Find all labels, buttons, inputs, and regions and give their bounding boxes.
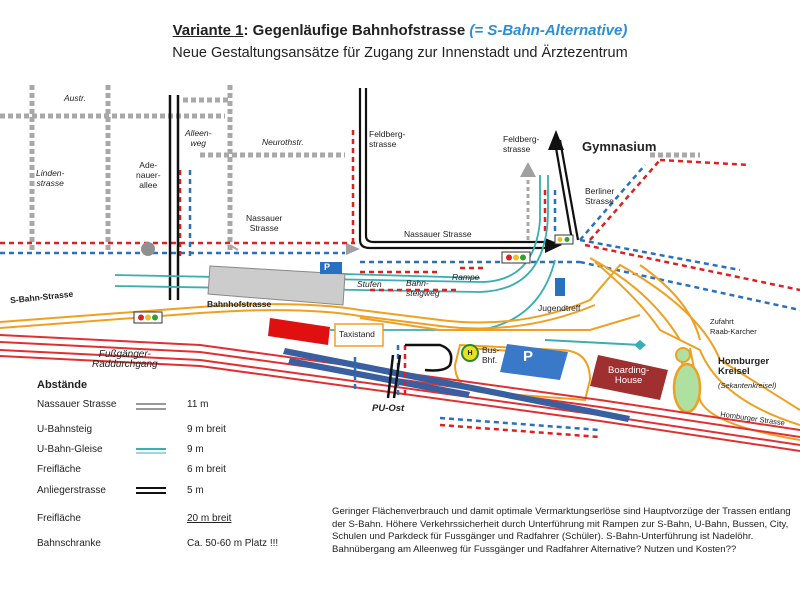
legend-label-0: Nassauer Strasse [37,399,117,410]
black-arrow-right-icon [545,238,562,253]
note-text: Geringer Flächenverbrauch und damit opti… [332,506,791,555]
orange-roads [0,257,800,441]
label-bus-bhf: Bus- Bhf. [482,345,500,365]
label-fussgaenger: Fußgänger- Raddurchgang [92,349,158,370]
title-alt: (= S-Bahn-Alternative) [469,22,628,39]
label-bahnsteigweg: Bahn- steigweg [406,278,440,298]
label-neurothstr: Neurothstr. [262,137,304,147]
label-adenauerallee: Ade- nauer- allee [136,160,161,190]
small-parking-sign [320,262,342,274]
label-h-sign: H [467,350,473,357]
boarding-house-block [590,355,668,400]
legend-value-5: 20 m breit [187,513,232,524]
label-berliner-strasse: Berliner Strasse [585,186,615,206]
label-boarding-house: Boarding- House [608,365,650,386]
bus-stop-icon [461,344,479,362]
legend-label-2: U-Bahn-Gleise [37,444,103,455]
label-rampe: Rampe [452,272,480,282]
nassauer-strasse-lines [0,130,800,312]
side-streets [0,85,700,250]
u-bahnsteig [283,348,630,422]
legend-value-4: 5 m [187,485,204,496]
label-taxistand: Taxistand [339,329,375,339]
label-jugendtreff: Jugendtreff [538,303,581,313]
legend-label-6: Bahnschranke [37,538,101,549]
legend-label-5: Freifläche [37,513,81,524]
label-p-sign: P [523,348,534,365]
label-zufahrt: Zufahrt Raab-Karcher [710,317,757,336]
legend-label-4: Anliegerstrasse [37,485,106,496]
label-stufen: Stufen [357,279,382,289]
legend-symbols [136,403,166,494]
legend-value-1: 9 m breit [187,424,226,435]
traffic-light-icon [133,234,574,324]
grey-arrow-up-icon [520,162,536,177]
page-subtitle: Neue Gestaltungsansätze für Zugang zur I… [172,45,628,61]
label-feldbergstrasse-1: Feldberg- strasse [369,129,406,149]
label-alleenweg: Alleen- weg [185,128,212,148]
label-homburger-kreisel: Homburger Kreisel [718,356,770,377]
label-pu-ost: PU-Ost [372,403,405,414]
black-arrow-up-icon [548,130,564,150]
label-lindenstrasse: Linden- strasse [36,168,65,188]
label-nassauer-right: Nassauer Strasse [404,229,472,239]
legend-label-1: U-Bahnsteig [37,424,93,435]
title-variant: Variante 1 [172,22,244,39]
label-nassauer-left: Nassauer Strasse [246,213,283,233]
label-p-sign-small: P [324,262,331,272]
legend-value-0: 11 m [187,399,209,410]
legend-title: Abstände [37,379,88,391]
parking-icon [500,344,568,380]
page-title: Variante 1: Gegenläufige Bahnhofstrasse … [0,22,800,39]
label-sekantenkreisel: (Sekantenkreisel) [718,381,777,390]
grey-arrow-icon [346,243,360,255]
label-bahnhofstrasse: Bahnhofstrasse [207,299,272,309]
label-feldbergstrasse-2: Feldberg- strasse [503,134,540,154]
legend-value-2: 9 m [187,444,204,455]
legend-value-3: 6 m breit [187,464,226,475]
label-gymnasium: Gymnasium [582,139,657,154]
title-main: : Gegenläufige Bahnhofstrasse [243,22,466,39]
legend-label-3: Freifläche [37,464,81,475]
legend-value-6: Ca. 50-60 m Platz !!! [187,538,279,549]
label-austr: Austr. [64,93,86,103]
